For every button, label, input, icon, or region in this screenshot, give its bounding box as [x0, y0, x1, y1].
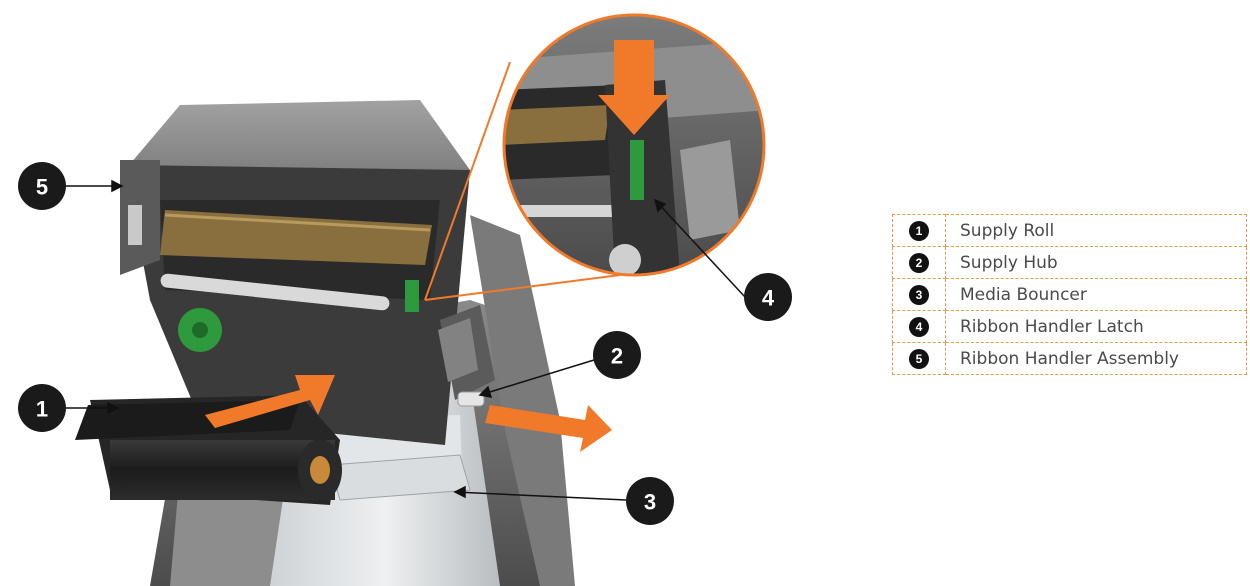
legend-label-supply-hub: Supply Hub — [945, 246, 1247, 279]
ribbon-handler-latch — [405, 280, 419, 312]
legend-row: 1 Supply Roll — [892, 214, 1247, 247]
legend-row: 2 Supply Hub — [892, 246, 1247, 279]
callout-1-number: 1 — [36, 397, 48, 422]
callout-3: 3 — [626, 477, 674, 525]
callout-2-number: 2 — [611, 344, 623, 369]
legend-label-ribbon-handler-assembly: Ribbon Handler Assembly — [945, 342, 1247, 375]
hinge-arm — [438, 305, 495, 400]
callout-5-number: 5 — [36, 175, 48, 200]
legend-table: 1 Supply Roll 2 Supply Hub 3 Media Bounc… — [892, 214, 1247, 375]
zoom-inset — [502, 13, 766, 277]
legend-label-media-bouncer: Media Bouncer — [945, 278, 1247, 311]
legend-row: 3 Media Bouncer — [892, 278, 1247, 311]
callout-5: 5 — [18, 162, 66, 210]
legend-number-icon: 5 — [909, 349, 929, 369]
legend-row: 5 Ribbon Handler Assembly — [892, 342, 1247, 375]
legend-number-icon: 4 — [909, 317, 929, 337]
supply-hub — [457, 391, 485, 407]
legend-label-ribbon-handler-latch: Ribbon Handler Latch — [945, 310, 1247, 343]
load-arrow-left — [205, 375, 335, 428]
platen-roller — [160, 273, 390, 311]
load-arrow-right — [485, 405, 612, 452]
gear-icon — [178, 308, 222, 352]
callout-4: 4 — [744, 273, 792, 321]
supply-roll — [75, 395, 342, 505]
callout-3-number: 3 — [644, 490, 656, 515]
legend-row: 4 Ribbon Handler Latch — [892, 310, 1247, 343]
legend-label-supply-roll: Supply Roll — [945, 214, 1247, 247]
callout-4-number: 4 — [762, 286, 775, 311]
ribbon-handler-assembly — [120, 160, 160, 275]
callout-2: 2 — [593, 331, 641, 379]
print-head — [160, 210, 432, 265]
legend-number-icon: 1 — [909, 221, 929, 241]
zoom-connector — [424, 61, 621, 301]
callout-1: 1 — [18, 384, 66, 432]
callout-leaders — [66, 179, 746, 501]
legend-number-icon: 2 — [909, 253, 929, 273]
legend-number-icon: 3 — [909, 285, 929, 305]
